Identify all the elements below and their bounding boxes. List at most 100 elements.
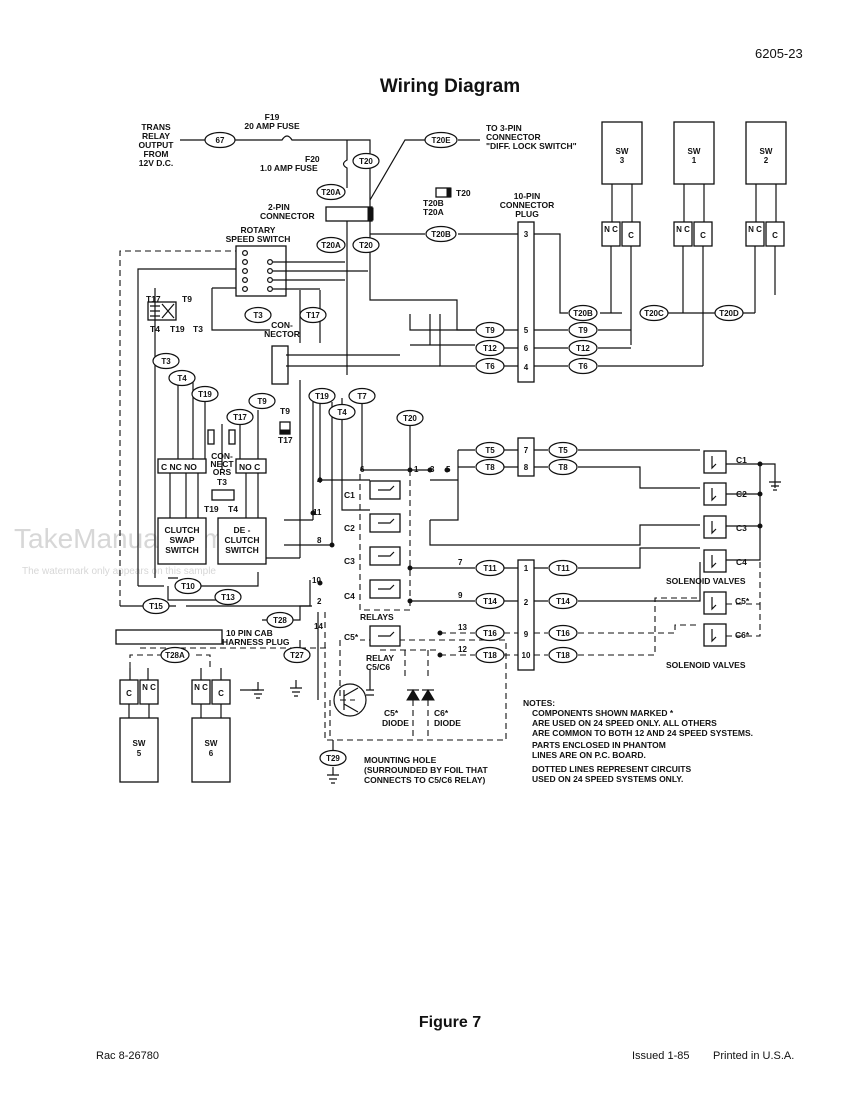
- note-5: LINES ARE ON P.C. BOARD.: [532, 750, 646, 760]
- wire-tag-label: T3: [161, 357, 171, 366]
- cab-harness: 10 PIN CAB HARNESS PLUG C N C N C C SW 5…: [115, 628, 290, 783]
- wire-tag-label: T20: [403, 414, 417, 423]
- sw2-label: SW: [760, 147, 773, 156]
- wire-tag-oval: [226, 408, 254, 426]
- wire-tag-label: T18: [483, 651, 497, 660]
- note-1: COMPONENTS SHOWN MARKED *: [532, 708, 674, 718]
- sw2-c: C: [772, 231, 778, 240]
- sol-c6: C6*: [735, 630, 750, 640]
- c5-star-label: C5*: [344, 632, 359, 642]
- diode-c6-label: C6*: [434, 708, 449, 718]
- relay-c1: C1: [344, 490, 355, 500]
- clutch-swap-label: CLUTCH: [165, 525, 200, 535]
- wire-tag-label: T28: [273, 616, 287, 625]
- sw6-nc: N C: [194, 683, 208, 692]
- t20a-label: T20A: [423, 207, 444, 217]
- wire-tag-label: T19: [198, 390, 212, 399]
- wire-tag-label: T5: [485, 446, 495, 455]
- t4t19t3-b: T19: [170, 324, 185, 334]
- relay-c5c6-label-2: C5/C6: [366, 662, 390, 672]
- wire-tag-oval: [319, 749, 347, 767]
- wire-tag-oval: [475, 339, 505, 357]
- wire-tag-label: T20: [359, 157, 373, 166]
- f20-label: F20: [305, 154, 320, 164]
- wire-tag-label: T6: [485, 362, 495, 371]
- trans-relay-label-2: RELAY: [142, 131, 170, 141]
- wire-tag-label: T11: [556, 564, 570, 573]
- wire-tag-label: T7: [357, 392, 367, 401]
- sw2-num: 2: [764, 156, 769, 165]
- wire-tag-oval: [244, 306, 272, 324]
- wire-tag-oval: [568, 304, 598, 322]
- wire-tag-label: T29: [326, 754, 340, 763]
- wire-tag-label: T5: [558, 446, 568, 455]
- note-4: PARTS ENCLOSED IN PHANTOM: [532, 740, 666, 750]
- pin-6: 6: [524, 344, 529, 353]
- rotary-speed-switch: ROTARY SPEED SWITCH: [226, 225, 368, 297]
- pin-7: 7: [524, 446, 529, 455]
- sol-c5: C5*: [735, 596, 750, 606]
- connector-block: [271, 345, 289, 385]
- two-pin-connector: [325, 206, 373, 222]
- solenoid-valves-label: SOLENOID VALVES: [666, 576, 746, 586]
- ten-pin-connector-plug: 10-PIN CONNECTOR PLUG 3 5 6 4 7 8 1 2 9 …: [500, 191, 554, 671]
- wire-tag-label: T9: [257, 397, 267, 406]
- wire-tag-oval: [548, 646, 578, 664]
- f19-label-2: 20 AMP FUSE: [244, 121, 300, 131]
- wire-tag-oval: [214, 588, 242, 606]
- wire-14: 14: [314, 622, 323, 631]
- wire-tag-oval: [475, 357, 505, 375]
- rotary-label-2: SPEED SWITCH: [226, 234, 291, 244]
- sw6-num: 6: [209, 749, 214, 758]
- sw1-c: C: [700, 231, 706, 240]
- sw5-c: C: [126, 689, 132, 698]
- pin-1: 1: [524, 564, 529, 573]
- wire-tag-label: T11: [483, 564, 497, 573]
- sw1-num: 1: [692, 156, 697, 165]
- trans-relay-label-5: 12V D.C.: [139, 158, 174, 168]
- sw1-nc: N C: [676, 225, 690, 234]
- wire-tag-oval: [475, 592, 505, 610]
- trans-relay-label-3: OUTPUT: [139, 140, 175, 150]
- ten-pin-label: 10-PIN: [514, 191, 540, 201]
- wire-tag-label: 67: [216, 136, 225, 145]
- sw6-c: C: [218, 689, 224, 698]
- wire-tag-oval: [266, 611, 294, 629]
- declutch-label-2: CLUTCH: [225, 535, 260, 545]
- wire-tag-oval: [548, 559, 578, 577]
- pin-9: 9: [524, 630, 529, 639]
- clutch-swap-label-3: SWITCH: [165, 545, 199, 555]
- wire-tag-oval: [475, 458, 505, 476]
- wire-tag-oval: [308, 387, 336, 405]
- wire-tag-oval: [548, 592, 578, 610]
- wire-tag-label: T8: [558, 463, 568, 472]
- center-connector: T17 T9 T4 T19 T3 CON- NECTOR: [146, 294, 300, 385]
- to-3pin-label-2: CONNECTOR: [486, 132, 541, 142]
- pin-8: 8: [524, 463, 529, 472]
- rotary-label: ROTARY: [241, 225, 276, 235]
- relay-c2: C2: [344, 523, 355, 533]
- wire-tag-oval: [168, 369, 196, 387]
- solenoid-valves: C1 C2 C3 C4 C5* C6* SOLENOID VALVES SOLE…: [666, 450, 750, 670]
- wire-tag-label: T13: [221, 593, 235, 602]
- connector-label: CON-: [271, 320, 293, 330]
- wire-tag-label: T27: [290, 651, 304, 660]
- t4-small: T4: [228, 504, 238, 514]
- note-7: USED ON 24 SPEED SYSTEMS ONLY.: [532, 774, 683, 784]
- wire-tag-oval: [191, 385, 219, 403]
- wire-tag-oval: [475, 646, 505, 664]
- two-pin-label: 2-PIN: [268, 202, 290, 212]
- f20-label-2: 1.0 AMP FUSE: [260, 163, 318, 173]
- watermark-sub: The watermark only appears on this sampl…: [22, 566, 216, 577]
- wire-tag-label: T4: [337, 408, 347, 417]
- wire-tag-oval: [714, 304, 744, 322]
- t9-small: T9: [280, 406, 290, 416]
- wire-tag-oval: [152, 352, 180, 370]
- sw3-c: C: [628, 231, 634, 240]
- wire-tag-label: T28A: [165, 651, 185, 660]
- wire-tag-label: T20D: [719, 309, 739, 318]
- wire-tag-label: T20: [359, 241, 373, 250]
- wire-tag-oval: [568, 357, 598, 375]
- wire-tag-label: T9: [578, 326, 588, 335]
